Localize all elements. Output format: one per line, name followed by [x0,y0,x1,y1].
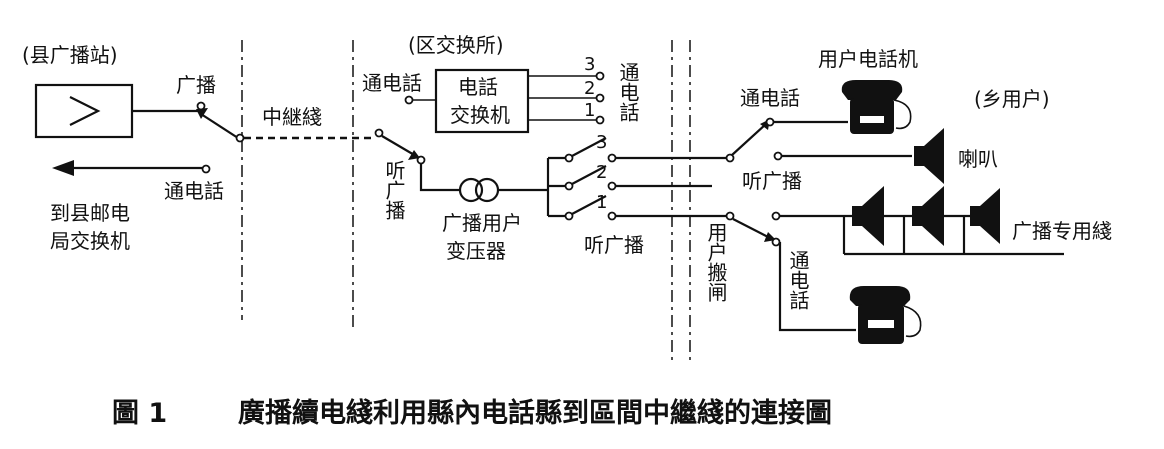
exchange-switch-arrow-icon [408,150,420,160]
to-post-office-label-2: 局交换机 [50,229,130,253]
switch-blade-2 [571,165,607,185]
exchange-line-num-1: 1 [584,100,595,121]
broadcast-speaker-icon-2 [912,186,944,246]
transformer-label-1: 广播用户 [442,211,522,235]
telephone-terminal-left [201,164,211,174]
trunk-terminal [374,128,384,138]
user-phone-terminal-bottom [771,237,781,247]
station-switch-pivot [235,133,245,143]
switch-pivot-1 [564,211,574,221]
user-switch-top-blade [731,123,767,156]
listen-broadcast-bottom-label: 听广播 [584,233,644,257]
user-switch-bottom-blade [732,218,771,239]
switch-num-1: 1 [596,192,607,213]
to-telephone-right-vertical-label: 通电話 [786,250,810,310]
transformer-coil-right [474,177,500,203]
broadcast-line-terminal [771,211,781,221]
to-telephone-vertical-label: 通电話 [616,62,640,122]
exchange-input-terminal [404,95,414,105]
exchange-terminal-2 [595,93,605,103]
telephone-icon-top [841,80,912,134]
broadcast-top-label: 广播 [176,73,216,97]
phone-line-bottom [778,242,856,332]
transformer-input-line [419,164,461,192]
listen-broadcast-right-label: 听广播 [742,169,802,193]
user-phone-terminal-top [765,117,775,127]
village-users-label: (乡用户) [974,87,1050,111]
county-station-label: (县广播站) [22,43,118,67]
exchange-terminal-1 [595,115,605,125]
loudspeaker-label: 喇叭 [958,147,998,171]
district-exchange-label: (区交换所) [408,33,504,57]
switch-contact-1 [607,211,617,221]
switch-blade-1 [571,195,607,215]
user-switch-bottom-pivot [725,211,735,221]
telephone-exchange-box [434,68,530,134]
station-switch-arrow-icon [196,108,208,119]
loudspeaker-icon [914,128,944,184]
broadcast-speaker-icon-3 [970,188,1000,244]
trunk-line-label: 中継綫 [262,105,322,129]
broadcast-speaker-icon-1 [852,186,884,246]
to-post-office-label-1: 到县邮电 [50,201,130,225]
switch-num-2: 2 [596,162,607,183]
exchange-line-num-2: 2 [584,78,595,99]
switch-blade-3 [571,137,607,157]
switch-contact-3 [607,153,617,163]
telephone-icon-bottom [849,286,922,344]
switch-contact-2 [607,181,617,191]
user-telephone-label: 用户电話机 [818,47,918,71]
user-knife-switch-label: 用户搬闸 [704,222,728,302]
transformer-label-2: 变压器 [446,239,506,263]
user-switch-top-pivot [725,153,735,163]
transformer-coil-left [458,177,484,203]
broadcast-line-label: 广播专用綫 [1012,219,1112,243]
exchange-switch-blade [381,135,417,157]
telephone-exchange-label-2: 交换机 [450,103,510,127]
exchange-line-num-3: 3 [584,54,595,75]
station-switch-blade [200,113,239,139]
to-telephone-mid-label: 通电話 [362,71,422,95]
to-telephone-right-label: 通电話 [740,86,800,110]
loudspeaker-terminal [773,151,783,161]
telephone-exchange-label-1: 电話 [458,75,498,99]
to-telephone-left-label: 通电話 [164,179,224,203]
left-arrow-icon [52,160,74,176]
exchange-switch-contact [416,155,426,165]
amplifier-icon [34,83,134,139]
listen-broadcast-vertical-label: 听广播 [382,160,406,220]
figure-caption: 廣播續电綫利用縣內电話縣到區間中繼綫的連接圖 [238,397,832,429]
switch-num-3: 3 [596,132,607,153]
figure-number: 圖 1 [112,398,167,429]
exchange-terminal-3 [595,71,605,81]
switch-pivot-3 [564,153,574,163]
switch-pivot-2 [564,181,574,191]
